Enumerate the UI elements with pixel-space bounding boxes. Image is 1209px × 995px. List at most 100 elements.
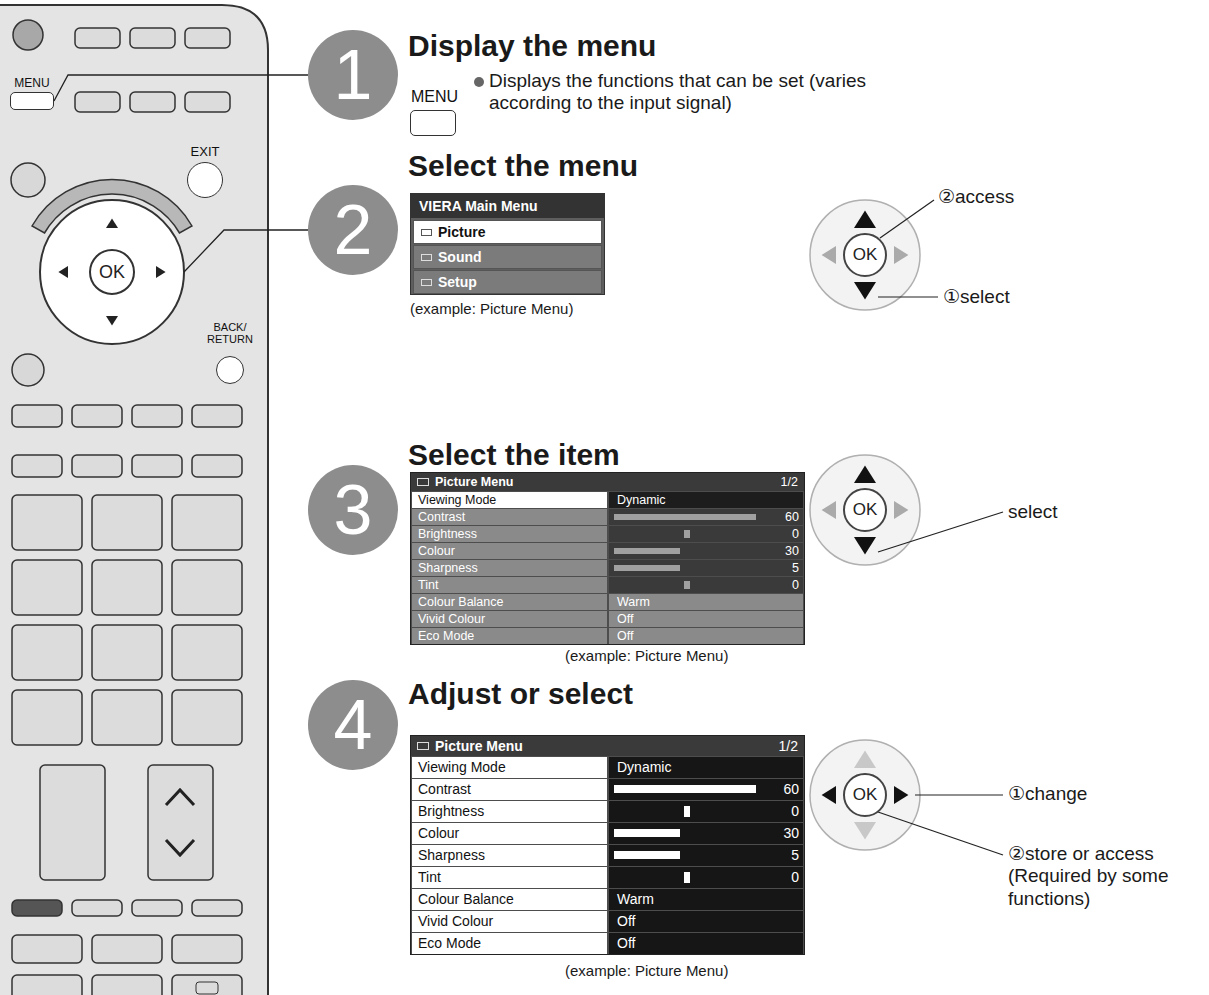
step-number: 2 — [308, 185, 398, 275]
annotation: ②store or access (Required by some funct… — [1008, 843, 1178, 910]
item-value: Dynamic — [617, 757, 671, 778]
annotation: ①select — [943, 286, 1010, 308]
annotation: (example: Picture Menu) — [565, 647, 728, 665]
remote-button — [192, 455, 242, 477]
remote-round-button: EXIT — [187, 162, 223, 198]
ok-label: OK — [845, 775, 885, 815]
menu-item: Sound — [413, 245, 602, 269]
menu-icon — [421, 254, 432, 261]
nav-ring: OK — [40, 200, 184, 344]
value-cell — [609, 801, 803, 822]
value-bar — [614, 785, 756, 793]
item-value: 60 — [765, 509, 799, 525]
menu-item: Picture — [413, 220, 602, 244]
value-marker — [684, 530, 690, 538]
value-bar — [614, 851, 680, 859]
remote-round-button: BACK/ RETURN — [216, 356, 244, 384]
remote-button — [132, 405, 182, 427]
item-name: Contrast — [412, 509, 607, 525]
menu-icon — [417, 742, 429, 750]
ok-button: OK — [843, 233, 887, 277]
menu-item-label: Sound — [438, 246, 482, 268]
annotation: ②access — [938, 186, 1014, 208]
item-name: Brightness — [412, 526, 607, 542]
nav-arrow — [894, 246, 908, 264]
remote-round-button — [11, 163, 45, 197]
item-value: Off — [617, 611, 633, 627]
item-name: Eco Mode — [412, 628, 607, 644]
nav-arrow — [854, 465, 876, 483]
annotation: (example: Picture Menu) — [565, 962, 728, 980]
value-marker — [684, 581, 690, 589]
remote-button — [12, 405, 62, 427]
step-heading: Display the menu — [408, 28, 656, 63]
item-name: Tint — [412, 577, 607, 593]
page-indicator: 1/2 — [779, 736, 798, 756]
menu-title: Picture Menu — [435, 473, 514, 491]
item-name: Sharpness — [412, 560, 607, 576]
value-bar — [614, 829, 680, 837]
remote-round-button — [12, 354, 44, 386]
menu-item-label: Picture — [438, 221, 485, 243]
leader-line — [878, 512, 1003, 552]
menu-icon — [421, 229, 432, 236]
menu-icon — [417, 478, 429, 486]
value-cell — [609, 933, 803, 954]
item-value: Off — [617, 933, 635, 954]
remote-button — [12, 935, 82, 963]
menu-row: Viewing ModeDynamic — [412, 492, 803, 508]
step-number-circle: 3 — [308, 465, 398, 555]
menu-row: Tint0 — [412, 577, 803, 593]
step-number: 3 — [308, 465, 398, 555]
nav-arrow — [854, 210, 876, 228]
remote-button — [92, 690, 162, 745]
annotation: Displays the functions that can be set (… — [489, 70, 879, 115]
picture-menu-panel: Picture Menu1/2Viewing ModeDynamicContra… — [410, 735, 805, 955]
remote-button — [12, 625, 82, 680]
remote-round-button — [13, 20, 43, 50]
remote-button — [172, 935, 242, 963]
item-name: Brightness — [412, 801, 607, 822]
value-cell — [609, 526, 803, 542]
remote-button — [185, 28, 230, 48]
menu-row: Contrast 60 — [412, 509, 803, 525]
leader-line — [878, 812, 1003, 855]
item-name: Colour Balance — [412, 594, 607, 610]
menu-row: Contrast60 — [412, 779, 803, 800]
menu-row: Brightness 0 — [412, 526, 803, 542]
item-value: Warm — [617, 594, 650, 610]
item-value: Off — [617, 628, 633, 644]
item-name: Colour Balance — [412, 889, 607, 910]
menu-row: Eco ModeOff — [412, 933, 803, 954]
item-name: Viewing Mode — [412, 757, 607, 778]
menu-row: Tint0 — [412, 867, 803, 888]
menu-row: Eco Mode Off — [412, 628, 803, 644]
leader-line — [880, 200, 934, 238]
remote-button — [172, 625, 242, 680]
item-value: 0 — [765, 526, 799, 542]
remote-button — [12, 560, 82, 615]
menu-row: Colour30 — [412, 543, 803, 559]
nav-pad — [810, 740, 920, 850]
item-value: Off — [617, 911, 635, 932]
menu-row: Brightness0 — [412, 801, 803, 822]
step-number-circle: 2 — [308, 185, 398, 275]
item-name: Viewing Mode — [412, 492, 607, 508]
annotation: ①change — [1008, 783, 1087, 805]
connector-line — [184, 230, 308, 272]
item-value: Warm — [617, 889, 654, 910]
button-label: BACK/ RETURN — [203, 321, 257, 345]
remote-button — [92, 975, 162, 995]
step-number-circle: 1 — [308, 30, 398, 120]
remote-arrow — [156, 266, 166, 278]
item-value: 0 — [765, 867, 799, 888]
remote-button — [192, 405, 242, 427]
remote-button — [132, 900, 182, 916]
remote-button — [192, 900, 242, 916]
nav-arrow — [854, 750, 876, 768]
remote-button — [185, 92, 230, 112]
remote-button — [92, 625, 162, 680]
value-cell — [609, 628, 803, 644]
nav-arrow — [854, 537, 876, 555]
remote-button: MENU — [10, 92, 54, 110]
